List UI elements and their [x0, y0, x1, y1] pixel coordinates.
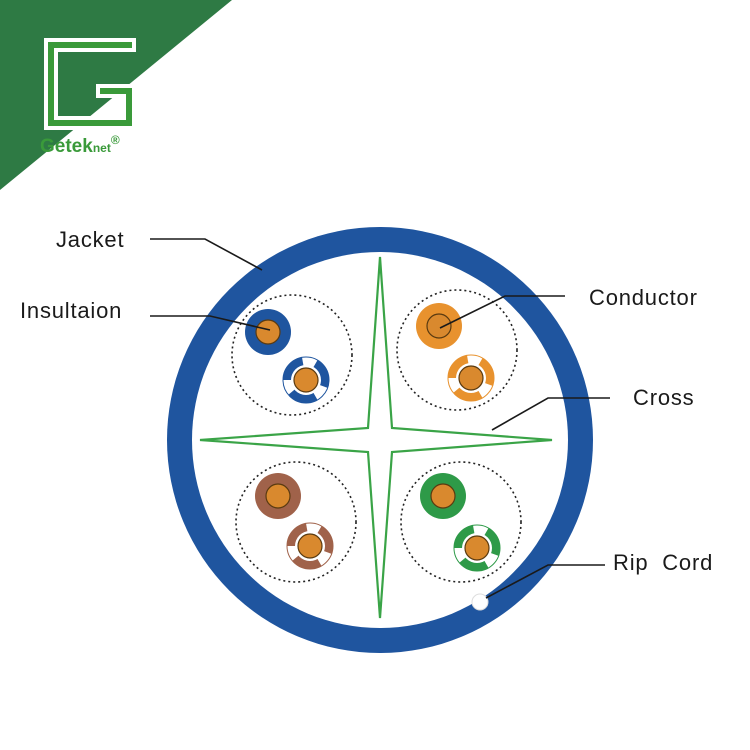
cross-separator	[199, 256, 553, 619]
pair-brown-conductor-a	[265, 483, 291, 509]
twisted-pairs	[231, 289, 522, 583]
label-cross: Cross	[633, 385, 694, 410]
pair-brown-conductor-b	[297, 533, 323, 559]
pair-orange-conductor-a	[426, 313, 452, 339]
insulation-leader	[150, 315, 271, 331]
conductor-leader	[439, 295, 565, 329]
logo-g-icon	[44, 38, 136, 130]
pair-orange-shield	[396, 289, 518, 411]
pair-brown	[235, 461, 357, 583]
pair-blue	[231, 294, 353, 416]
pair-green-conductor-b	[464, 535, 490, 561]
label-conductor: Conductor	[589, 285, 698, 310]
logo-wordmark: Geteknet®	[40, 133, 120, 157]
pair-blue-conductor-a	[255, 319, 281, 345]
pair-orange	[396, 289, 518, 411]
pair-blue-shield	[231, 294, 353, 416]
label-jacket: Jacket	[56, 227, 124, 252]
pair-blue-conductor-b	[293, 367, 319, 393]
pair-green	[400, 461, 522, 583]
rip-cord	[471, 593, 489, 611]
label-rip-cord: Rip Cord	[613, 550, 713, 575]
pair-brown-shield	[235, 461, 357, 583]
rip-cord-leader	[485, 564, 605, 599]
pair-green-shield	[400, 461, 522, 583]
cross-leader	[491, 397, 610, 431]
pair-green-conductor-a	[430, 483, 456, 509]
label-insulation: Insultaion	[20, 298, 122, 323]
pair-orange-conductor-b	[458, 365, 484, 391]
logo: Geteknet®	[0, 0, 232, 190]
jacket-leader	[150, 238, 263, 271]
